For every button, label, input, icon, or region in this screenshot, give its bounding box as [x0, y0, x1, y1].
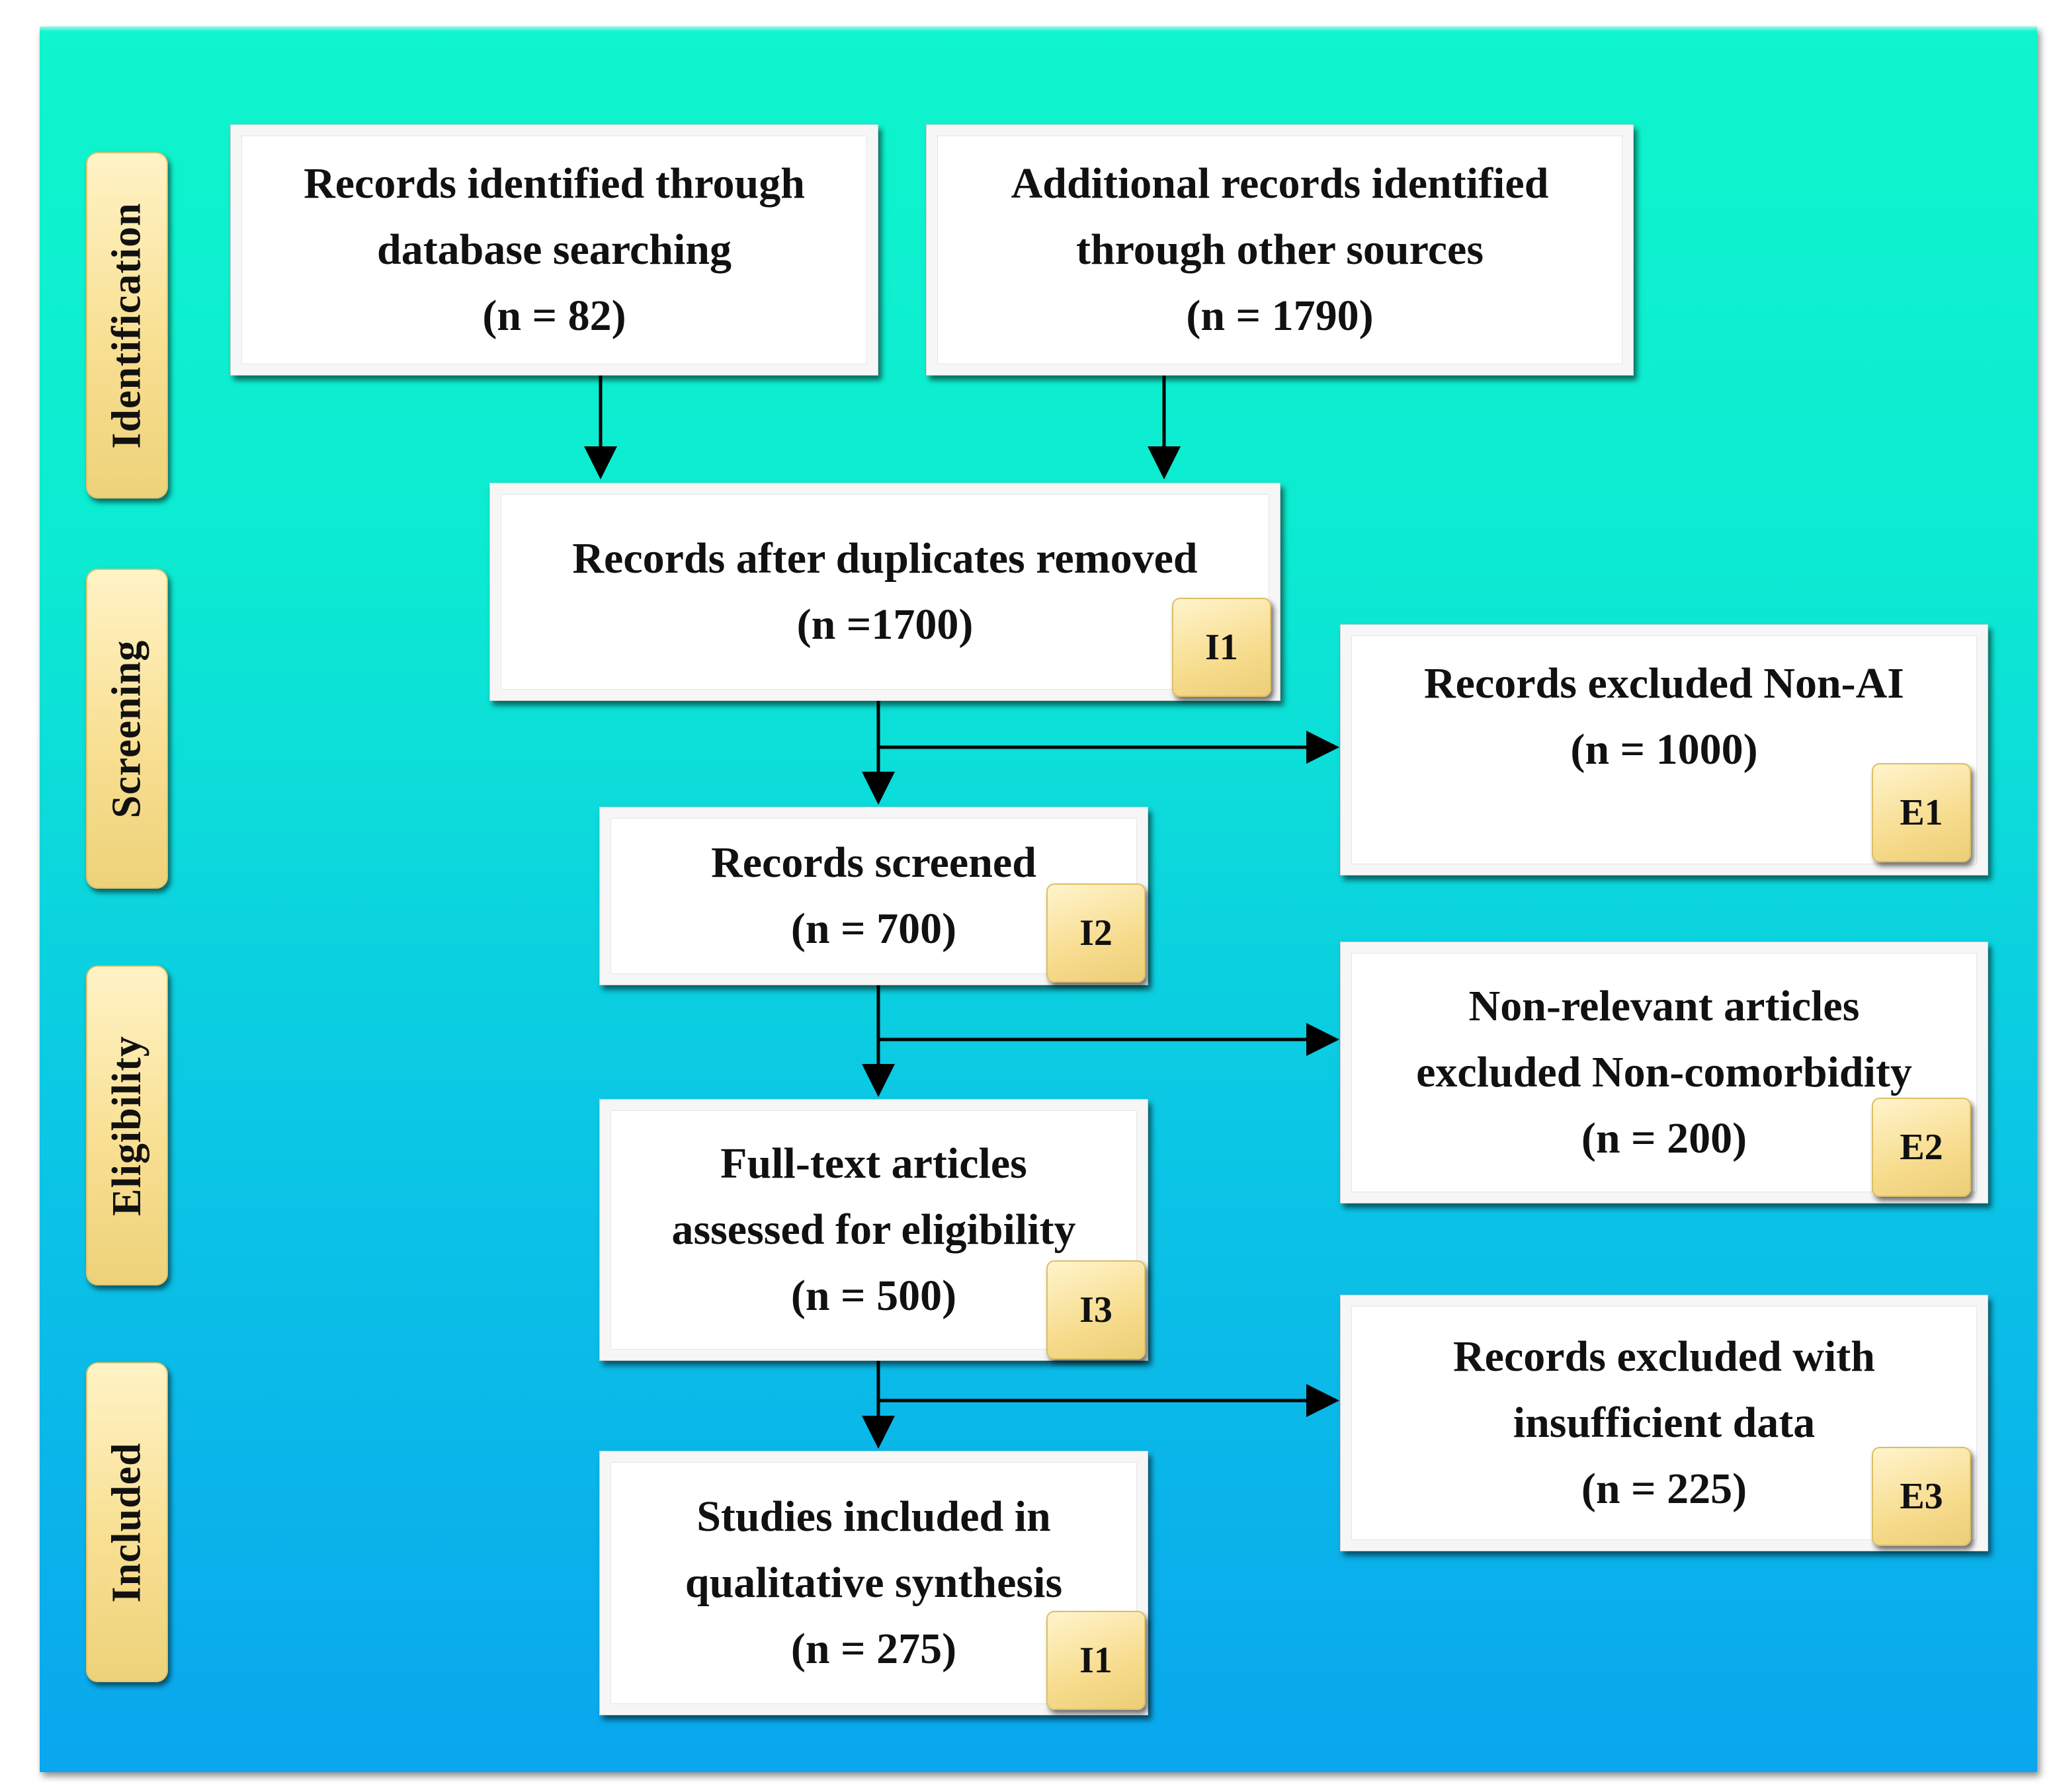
- box-line: Records excluded Non-AI: [1424, 659, 1904, 708]
- box-other-sources: Additional records identified through ot…: [926, 124, 1634, 376]
- box-line: Studies included in: [696, 1492, 1051, 1541]
- box-line: qualitative synthesis: [685, 1559, 1063, 1607]
- stage-included: Included: [86, 1362, 168, 1682]
- stage-identification: Identification: [86, 152, 168, 499]
- box-line: through other sources: [1075, 225, 1484, 274]
- box-duplicates-removed: Records after duplicates removed (n =170…: [489, 483, 1280, 701]
- box-full-text-assessed: Full-text articles assessed for eligibil…: [599, 1099, 1148, 1361]
- tag-records-screened: I2: [1046, 883, 1146, 983]
- box-count: (n = 500): [790, 1272, 957, 1320]
- box-line: Records screened: [711, 838, 1036, 887]
- tag-excluded-non-ai: E1: [1872, 763, 1971, 862]
- tag-full-text-assessed: I3: [1046, 1260, 1146, 1360]
- box-count: (n = 275): [790, 1625, 957, 1673]
- box-line: insufficient data: [1513, 1399, 1816, 1447]
- box-line: Records excluded with: [1453, 1332, 1875, 1381]
- box-line: database searching: [377, 225, 732, 274]
- box-line: Full-text articles: [720, 1139, 1027, 1188]
- box-count: (n = 225): [1581, 1465, 1747, 1513]
- tag-duplicates-removed: I1: [1172, 598, 1271, 697]
- box-count: (n = 700): [790, 905, 957, 953]
- box-line: Records identified through: [304, 159, 805, 208]
- box-line: Additional records identified: [1011, 159, 1549, 208]
- box-count: (n = 82): [482, 292, 626, 340]
- stage-eligibility: Eligibility: [86, 965, 168, 1285]
- box-database-records: Records identified through database sear…: [230, 124, 878, 376]
- box-count: (n = 200): [1581, 1114, 1747, 1162]
- box-line: Records after duplicates removed: [572, 534, 1198, 583]
- box-count: (n =1700): [796, 600, 974, 649]
- flow-arrows: [584, 374, 1339, 1449]
- box-line: excluded Non-comorbidity: [1416, 1048, 1912, 1096]
- box-line: assessed for eligibility: [671, 1205, 1076, 1254]
- box-line: Non-relevant articles: [1468, 982, 1860, 1030]
- tag-excluded-non-comorbidity: E2: [1872, 1098, 1971, 1197]
- box-count: (n = 1790): [1186, 292, 1374, 340]
- stage-screening: Screening: [86, 569, 168, 889]
- tag-excluded-insufficient: E3: [1872, 1447, 1971, 1546]
- tag-studies-included: I1: [1046, 1611, 1146, 1710]
- box-count: (n = 1000): [1570, 725, 1758, 774]
- diagram-panel: Identification Screening Eligibility Inc…: [40, 26, 2037, 1772]
